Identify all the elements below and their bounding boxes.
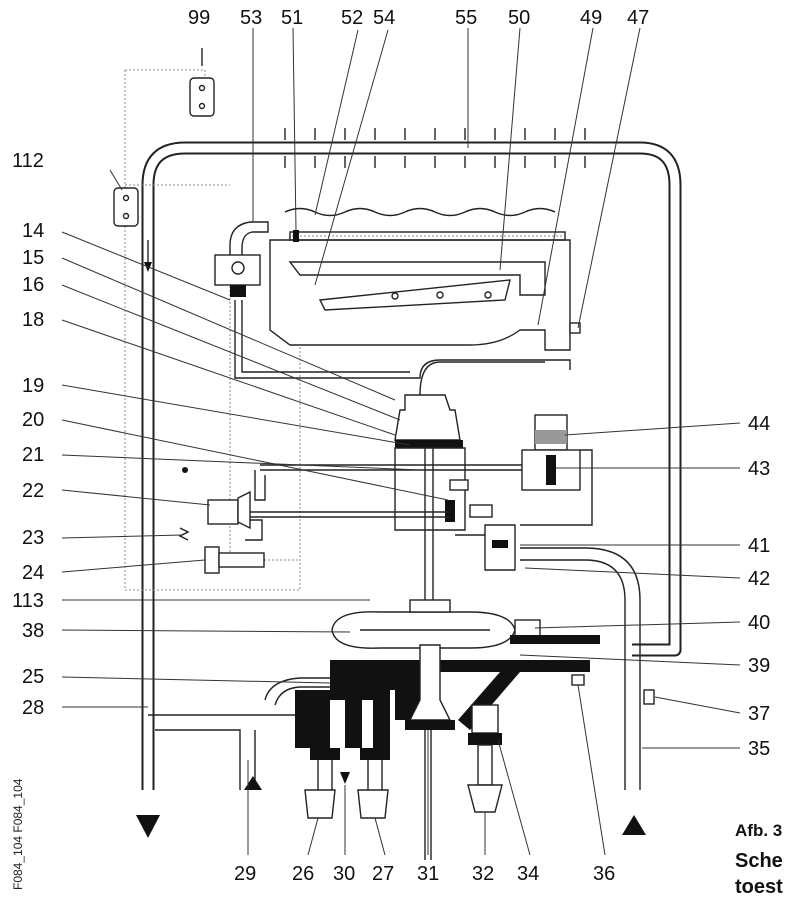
component-36-37 <box>571 674 655 705</box>
label-27: 27 <box>372 863 394 885</box>
labels-top: 99 53 51 52 54 55 50 49 47 <box>188 7 649 29</box>
caption-line-2: Sche <box>735 850 783 872</box>
label-18: 18 <box>22 309 44 331</box>
sensor-99 <box>189 48 215 117</box>
label-51: 51 <box>281 7 303 29</box>
label-14: 14 <box>22 220 44 242</box>
diaphragm-38 <box>331 599 516 649</box>
label-36: 36 <box>593 863 615 885</box>
label-28: 28 <box>22 697 44 719</box>
label-25: 25 <box>22 666 44 688</box>
label-19: 19 <box>22 375 44 397</box>
valve-40 <box>510 619 600 644</box>
label-34: 34 <box>517 863 539 885</box>
label-20: 20 <box>22 409 44 431</box>
label-32: 32 <box>472 863 494 885</box>
exchanger-return-pipe <box>234 300 581 396</box>
flow-arrows <box>136 776 646 838</box>
label-35: 35 <box>748 738 770 760</box>
label-16: 16 <box>22 274 44 296</box>
label-31: 31 <box>417 863 439 885</box>
unit-41-42 <box>455 504 516 571</box>
label-38: 38 <box>22 620 44 642</box>
label-54: 54 <box>373 7 395 29</box>
label-112: 112 <box>12 150 44 172</box>
label-37: 37 <box>748 703 770 725</box>
label-21: 21 <box>22 444 44 466</box>
leader-lines <box>61 27 741 856</box>
heat-exchanger <box>269 207 571 351</box>
lower-valve-body <box>330 644 590 860</box>
label-50: 50 <box>508 7 530 29</box>
unit-44-43 <box>520 414 593 526</box>
label-23: 23 <box>22 527 44 549</box>
gas-valve-upper <box>214 221 299 297</box>
caption-line-3: toest <box>735 876 783 898</box>
gas-valve-assembly <box>250 394 545 620</box>
sensor-112 <box>113 187 152 272</box>
label-99: 99 <box>188 7 210 29</box>
ignition-components <box>178 467 266 574</box>
label-30: 30 <box>333 863 355 885</box>
label-26: 26 <box>292 863 314 885</box>
label-22: 22 <box>22 480 44 502</box>
label-43: 43 <box>748 458 770 480</box>
labels-bottom: 29 26 30 27 31 32 34 36 <box>234 863 615 885</box>
top-pipe-ticks <box>284 128 586 168</box>
side-reference-text: F084_104 F084_104 <box>11 778 25 890</box>
label-55: 55 <box>455 7 477 29</box>
lower-pipes <box>148 547 641 790</box>
figure-caption: Afb. 3 Sche toest <box>735 821 783 898</box>
label-113: 113 <box>12 590 44 612</box>
water-block <box>295 690 390 819</box>
component-34-32 <box>467 704 503 813</box>
label-29: 29 <box>234 863 256 885</box>
label-41: 41 <box>748 535 770 557</box>
label-39: 39 <box>748 655 770 677</box>
label-24: 24 <box>22 562 44 584</box>
labels-left: 112 14 15 16 18 19 20 21 22 23 24 113 38… <box>12 150 44 719</box>
caption-line-1: Afb. 3 <box>735 821 782 840</box>
label-42: 42 <box>748 568 770 590</box>
label-40: 40 <box>748 612 770 634</box>
label-15: 15 <box>22 247 44 269</box>
outer-pipe-loop <box>141 141 682 790</box>
label-49: 49 <box>580 7 602 29</box>
label-53: 53 <box>240 7 262 29</box>
label-52: 52 <box>341 7 363 29</box>
labels-right: 44 43 41 42 40 39 37 35 <box>748 413 770 760</box>
label-44: 44 <box>748 413 770 435</box>
label-47: 47 <box>627 7 649 29</box>
